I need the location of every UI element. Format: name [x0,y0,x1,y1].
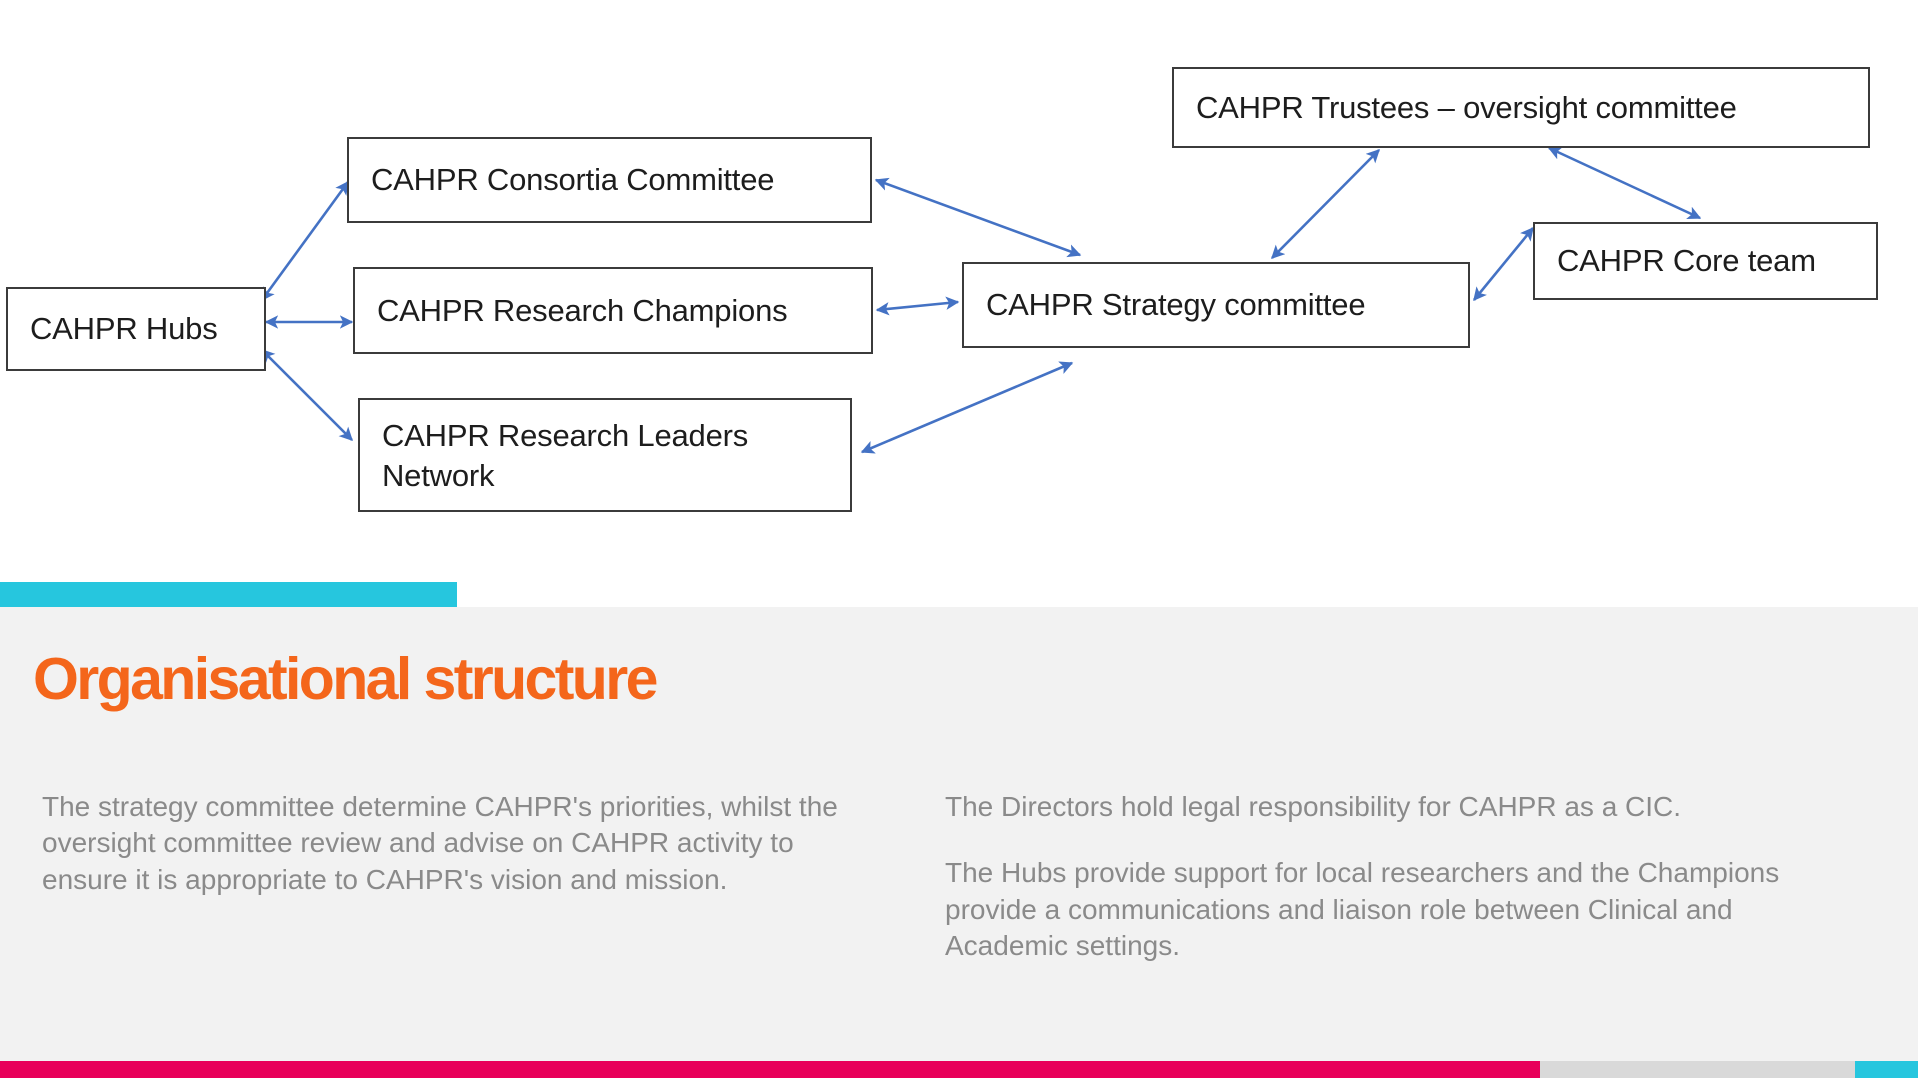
paragraph: The Directors hold legal responsibility … [945,791,1682,822]
diagram-box-cahpr-consortia-committee[interactable]: CAHPR Consortia Committee [347,137,872,223]
diagram-box-label: CAHPR Research Champions [377,292,788,328]
connector-champions-strategy [875,296,960,316]
diagram-box-cahpr-core-team[interactable]: CAHPR Core team [1533,222,1878,300]
connector-leaders-strategy [860,361,1074,454]
connector-consortia-strategy [874,177,1082,258]
body-text-right-column: The Directors hold legal responsibility … [945,789,1845,965]
content-panel: Organisational structure The strategy co… [0,607,1918,1078]
connector-hubs-leaders [261,349,353,441]
body-text-left-column: The strategy committee determine CAHPR's… [42,789,882,898]
connector-hubs-consortia [260,180,350,302]
diagram-box-label: CAHPR Strategy committee [986,287,1366,323]
diagram-box-label: CAHPR Trustees – oversight committee [1196,89,1737,125]
diagram-box-label: CAHPR Core team [1557,243,1816,279]
paragraph: The strategy committee determine CAHPR's… [42,791,838,895]
diagram-box-label: CAHPR Hubs [30,311,218,347]
connector-core-strategy [1472,226,1535,302]
connector-trustees-strategy [1271,149,1380,259]
strip-segment-pink [0,1061,1540,1078]
paragraph: The Hubs provide support for local resea… [945,857,1780,962]
diagram-box-cahpr-research-leaders-network[interactable]: CAHPR Research Leaders Network [358,398,852,512]
diagram-box-cahpr-research-champions[interactable]: CAHPR Research Champions [353,267,873,354]
strip-segment-grey [1540,1061,1855,1078]
bottom-color-strip [0,1061,1918,1078]
organisational-structure-diagram: CAHPR Hubs CAHPR Consortia Committee CAH… [6,67,1878,512]
diagram-box-cahpr-strategy-committee[interactable]: CAHPR Strategy committee [962,262,1470,348]
strip-segment-cyan [1855,1061,1918,1078]
diagram-box-cahpr-trustees-oversight-committee[interactable]: CAHPR Trustees – oversight committee [1172,67,1870,148]
cyan-accent-bar [0,582,457,607]
diagram-box-label: CAHPR Research Leaders Network [382,418,749,493]
page-title: Organisational structure [33,646,658,712]
connector-trustees-core [1547,146,1702,220]
diagram-box-cahpr-hubs[interactable]: CAHPR Hubs [6,287,266,371]
diagram-connectors [260,146,1702,454]
diagram-box-label: CAHPR Consortia Committee [371,162,775,198]
